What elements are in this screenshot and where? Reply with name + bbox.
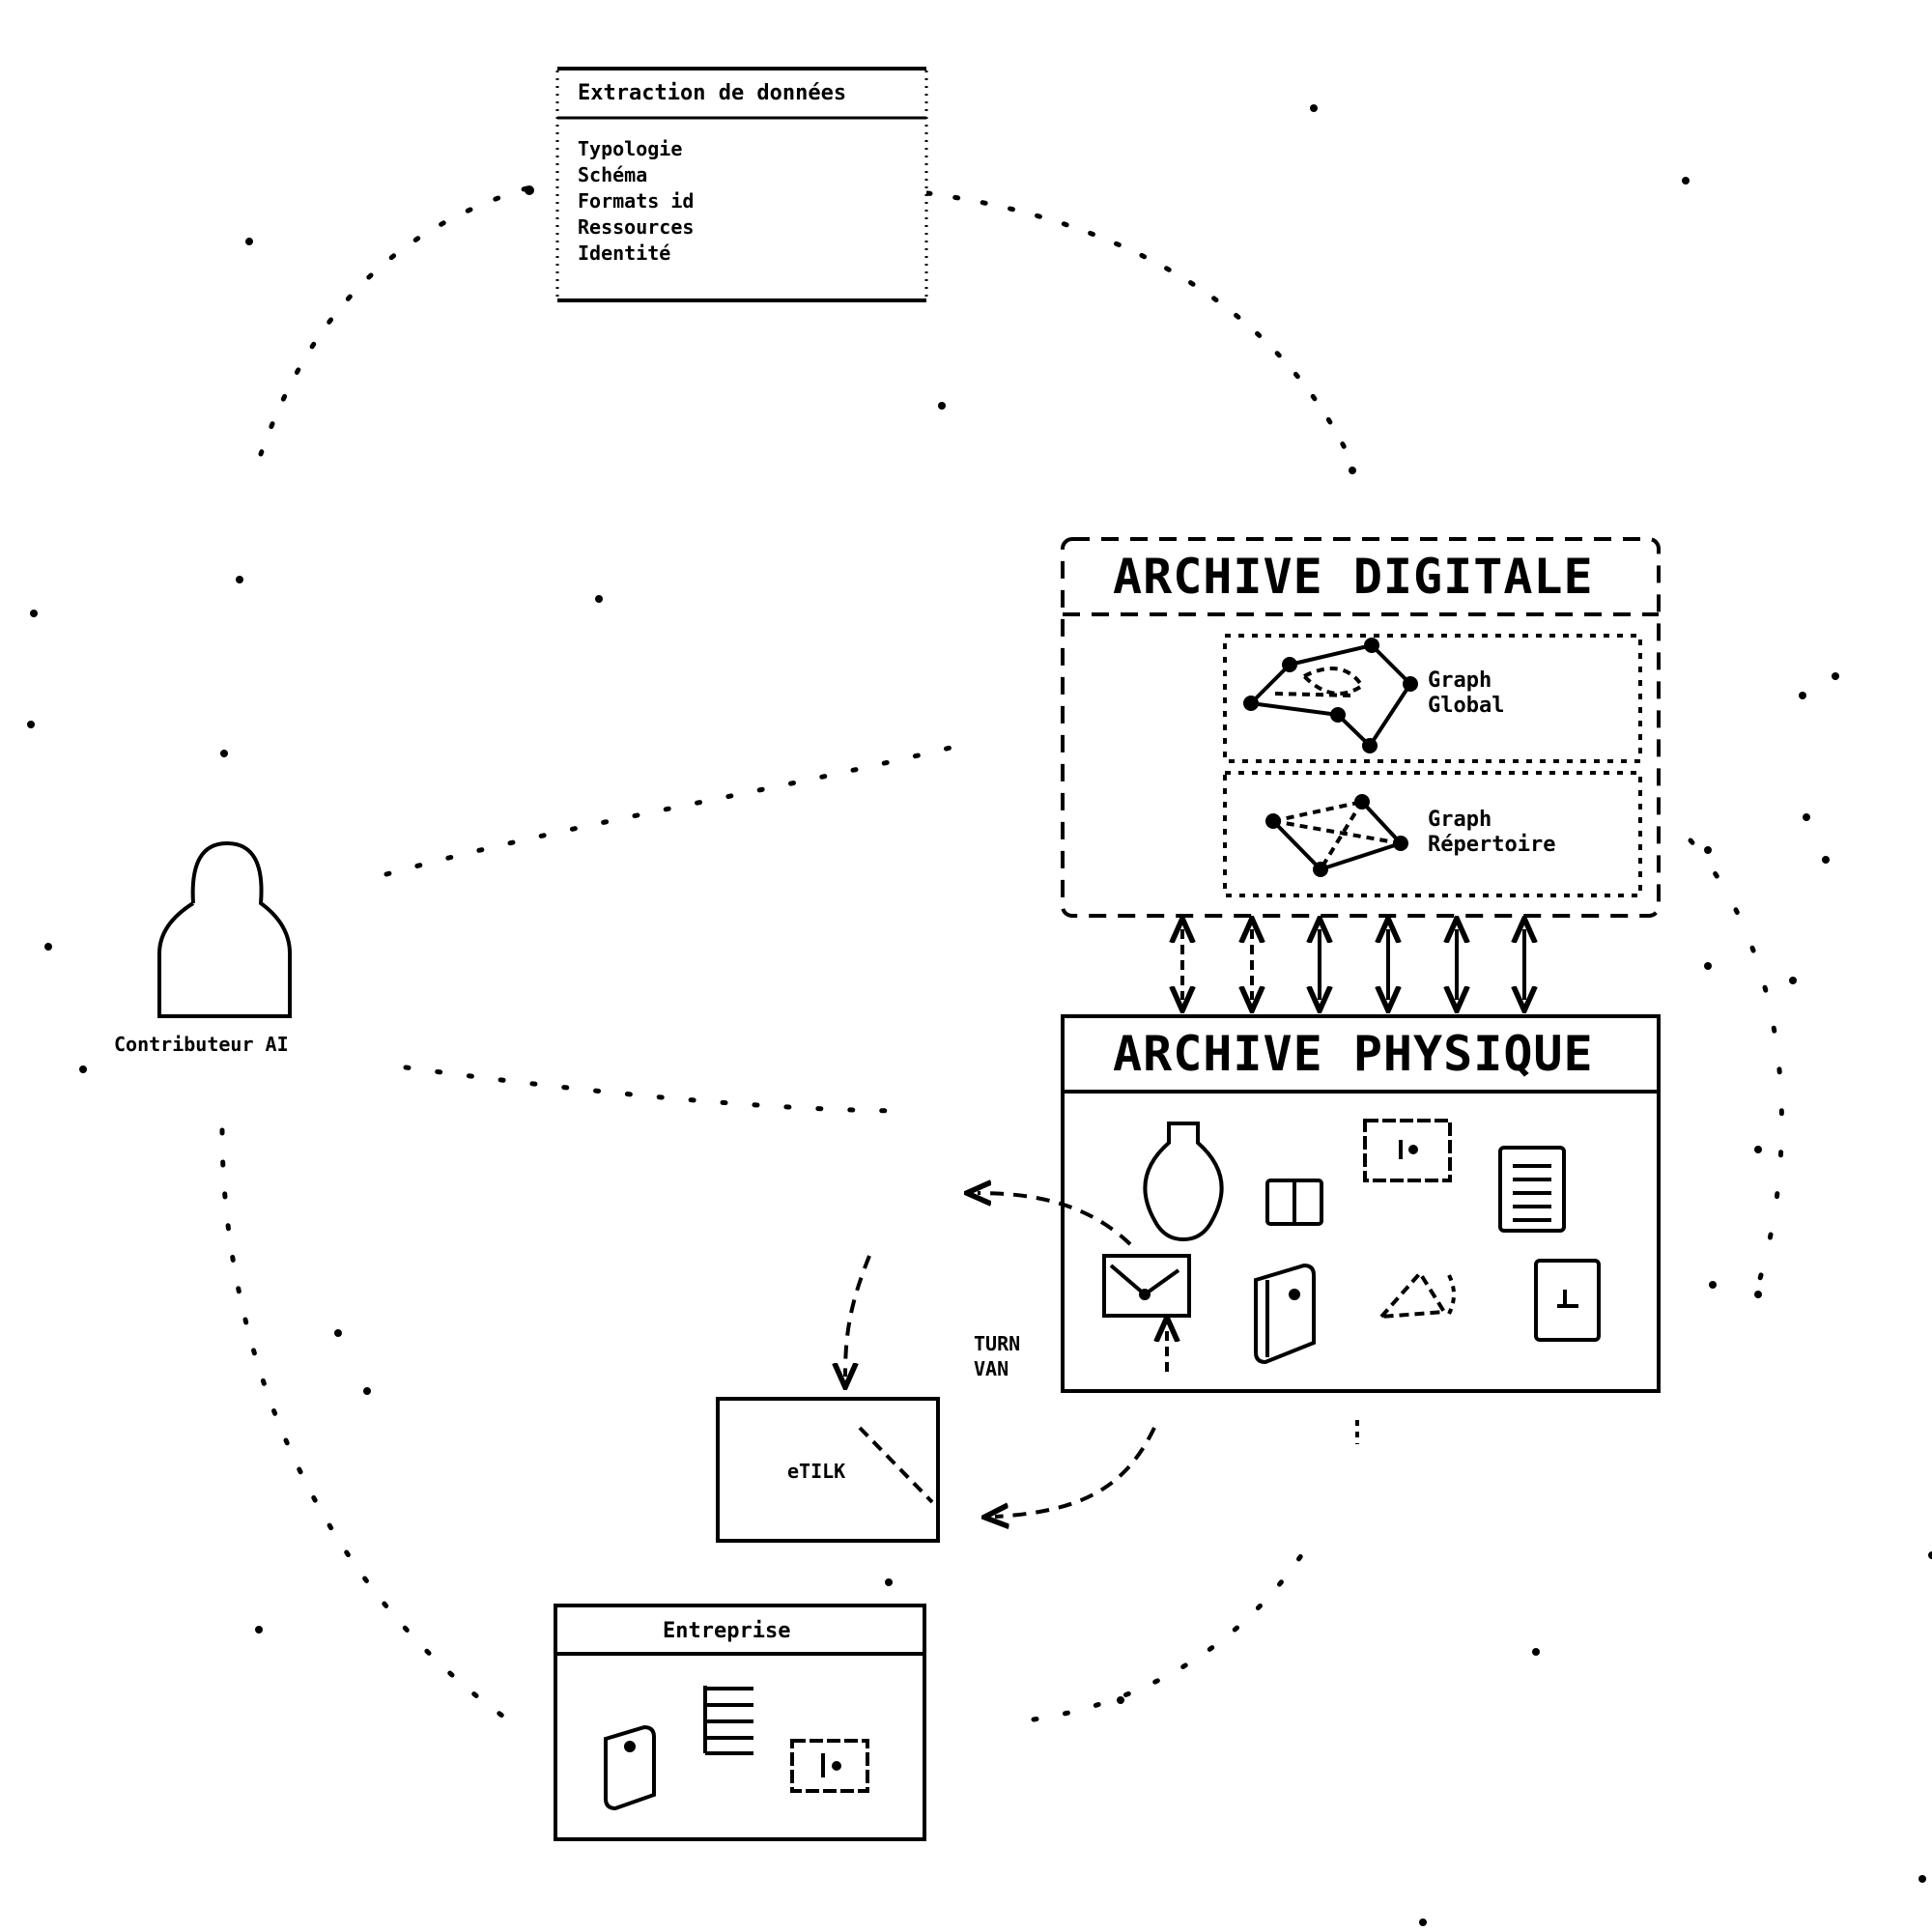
archive-digitale-title: ARCHIVE DIGITALE [1113, 549, 1594, 605]
person-icon [157, 840, 292, 1018]
dotted-connector-contributor-digital [384, 741, 969, 877]
extraction-panel [555, 67, 928, 302]
archive-link-arrows [1182, 929, 1524, 1000]
side-label-2: VAN [974, 1357, 1009, 1380]
dashed-arrow-to-process [845, 1255, 871, 1377]
dotted-connector-bottom-right [1031, 1533, 1317, 1722]
box-icon [1102, 1254, 1191, 1318]
vase-icon [1143, 1122, 1224, 1242]
entreprise-panel-title: Entreprise [663, 1619, 791, 1643]
graph-global-label-2: Global [1428, 694, 1505, 718]
dotted-connector-top [924, 190, 1355, 467]
frame-icon-small [790, 1739, 869, 1793]
dotted-connector-bottom-left [219, 1127, 525, 1732]
book-icon [1254, 1263, 1316, 1365]
extraction-item-typologie: Typologie [578, 137, 683, 160]
scatter-dots [27, 104, 1932, 1926]
rack-icon [703, 1686, 753, 1755]
tool-icon [1377, 1269, 1456, 1320]
extraction-item-ressources: Ressources [578, 215, 695, 239]
dotted-connector-top-left [258, 185, 529, 457]
dotted-connector-right [1688, 838, 1784, 1288]
tablet-icon [1534, 1259, 1601, 1342]
network-graph-icon [1243, 638, 1418, 753]
folder-icon [1265, 1179, 1323, 1226]
graph-global-label-1: Graph [1428, 668, 1492, 693]
document-icon [1498, 1146, 1566, 1233]
side-label-1: TURN [974, 1332, 1021, 1355]
graph-repertoire-box [1223, 771, 1642, 897]
archive-digitale-box [1061, 537, 1661, 918]
frame-icon [1363, 1119, 1452, 1182]
extraction-panel-title: Extraction de données [578, 81, 847, 105]
entreprise-panel [554, 1604, 926, 1841]
graph-repertoire-label-2: Répertoire [1428, 833, 1556, 857]
process-box [716, 1397, 940, 1543]
dotted-connector-contributor-physical [403, 1065, 911, 1114]
extraction-item-formats: Formats id [578, 189, 695, 213]
contributor-label: Contributeur AI [114, 1033, 289, 1056]
dashed-arrow-return [995, 1427, 1156, 1517]
extraction-item-identite: Identité [578, 242, 671, 265]
graph-repertoire-label-1: Graph [1428, 808, 1492, 832]
book-icon-small [604, 1724, 656, 1811]
process-box-label: eTILK [787, 1460, 846, 1483]
archive-physique-title: ARCHIVE PHYSIQUE [1113, 1026, 1594, 1082]
graph-global-box [1223, 634, 1642, 763]
extraction-item-schema: Schéma [578, 163, 648, 186]
network-graph-icon-small [1265, 794, 1408, 877]
dashed-arrow-to-left [978, 1193, 1132, 1246]
